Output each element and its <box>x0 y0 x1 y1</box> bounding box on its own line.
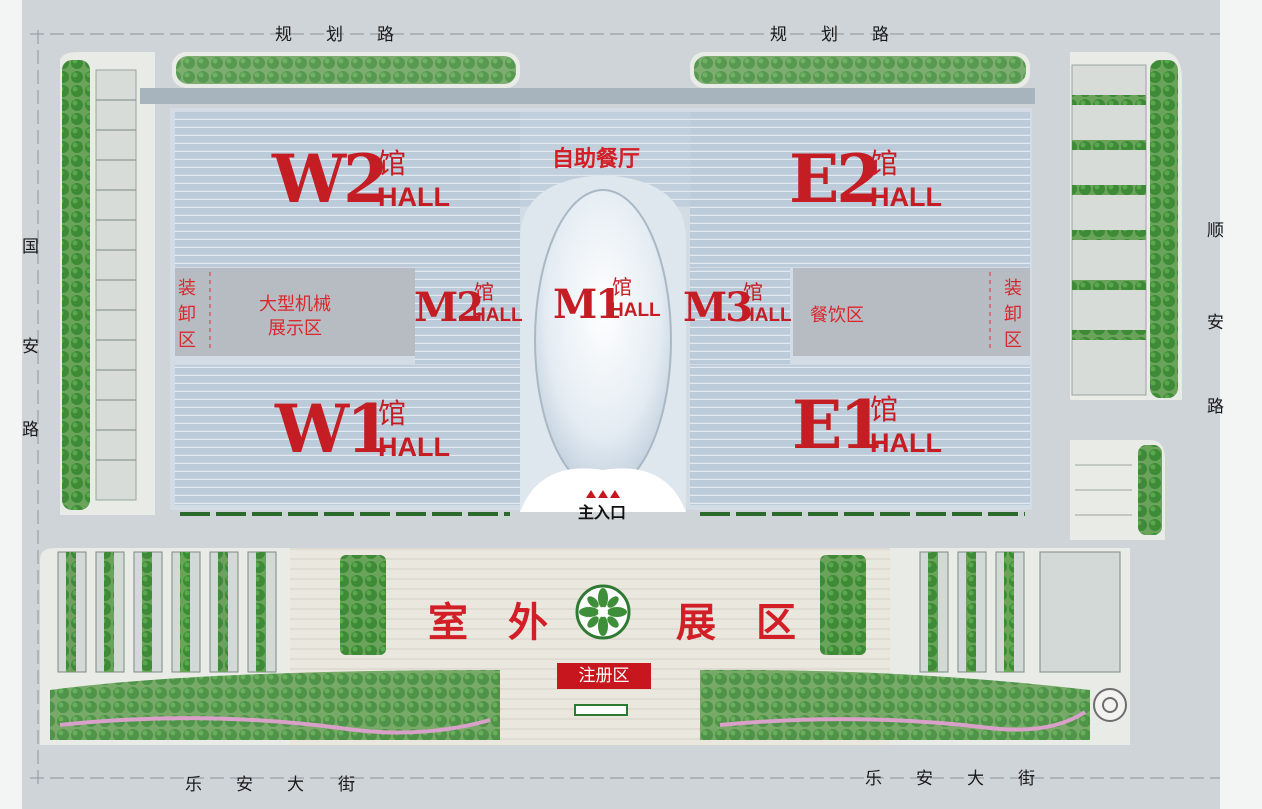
hall-w1-guan: 馆 <box>378 397 407 430</box>
hall-m3-code: M3 <box>683 284 753 331</box>
machinery-zone-label-1: 大型机械 <box>259 294 331 315</box>
hall-e1-guan: 馆 <box>870 393 899 426</box>
hall-w2-hall: HALL <box>378 182 450 212</box>
hall-e2-guan: 馆 <box>870 147 899 180</box>
hall-w1-code: W1 <box>275 390 392 468</box>
registration-zone-label: 注册区 <box>557 663 651 689</box>
hall-m2-guan: 馆 <box>474 280 494 304</box>
hall-w2-guan: 馆 <box>378 147 407 180</box>
road-label-west-1: 国 <box>22 237 39 257</box>
hall-m1-hall: HALL <box>610 300 661 321</box>
outdoor-exhibition-label-left: 室 外 <box>428 599 548 646</box>
hall-m3-guan: 馆 <box>743 280 763 304</box>
road-label-east-2: 安 <box>1207 313 1224 333</box>
main-entrance-label: 主入口 <box>578 503 627 522</box>
buffet-restaurant-label: 自助餐厅 <box>552 147 641 172</box>
dining-zone-label: 餐饮区 <box>810 305 864 326</box>
hall-w1-hall: HALL <box>378 432 450 462</box>
hall-m2-code: M2 <box>414 284 484 331</box>
loading-zone-east-1: 装 <box>1004 278 1022 299</box>
machinery-zone-label-2: 展示区 <box>268 318 322 339</box>
hall-m3-hall: HALL <box>741 305 792 326</box>
road-label-south-left: 乐 安 大 街 <box>185 775 355 795</box>
road-label-east-1: 顺 <box>1207 221 1224 241</box>
loading-zone-east-3: 区 <box>1004 330 1022 351</box>
hall-m1-code: M1 <box>553 281 623 328</box>
hall-m1-guan: 馆 <box>612 275 632 299</box>
outdoor-exhibition-label-right: 展 区 <box>676 599 796 646</box>
loading-zone-west-3: 区 <box>178 330 196 351</box>
road-label-south-right: 乐 安 大 街 <box>865 769 1035 789</box>
loading-zone-east-2: 卸 <box>1004 304 1022 325</box>
hall-e2-hall: HALL <box>870 182 942 212</box>
road-label-north-left: 规 划 路 <box>275 25 394 45</box>
loading-zone-west-1: 装 <box>178 278 196 299</box>
hall-e2-code: E2 <box>789 140 882 218</box>
hall-w2-code: W2 <box>272 140 389 218</box>
road-label-north-right: 规 划 路 <box>770 25 889 45</box>
road-label-west-3: 路 <box>22 420 39 440</box>
road-label-west-2: 安 <box>22 337 39 357</box>
hall-e1-code: E1 <box>792 386 885 464</box>
hall-m2-hall: HALL <box>472 305 523 326</box>
road-label-east-3: 路 <box>1207 397 1224 417</box>
hall-e1-hall: HALL <box>870 428 942 458</box>
loading-zone-west-2: 卸 <box>178 304 196 325</box>
